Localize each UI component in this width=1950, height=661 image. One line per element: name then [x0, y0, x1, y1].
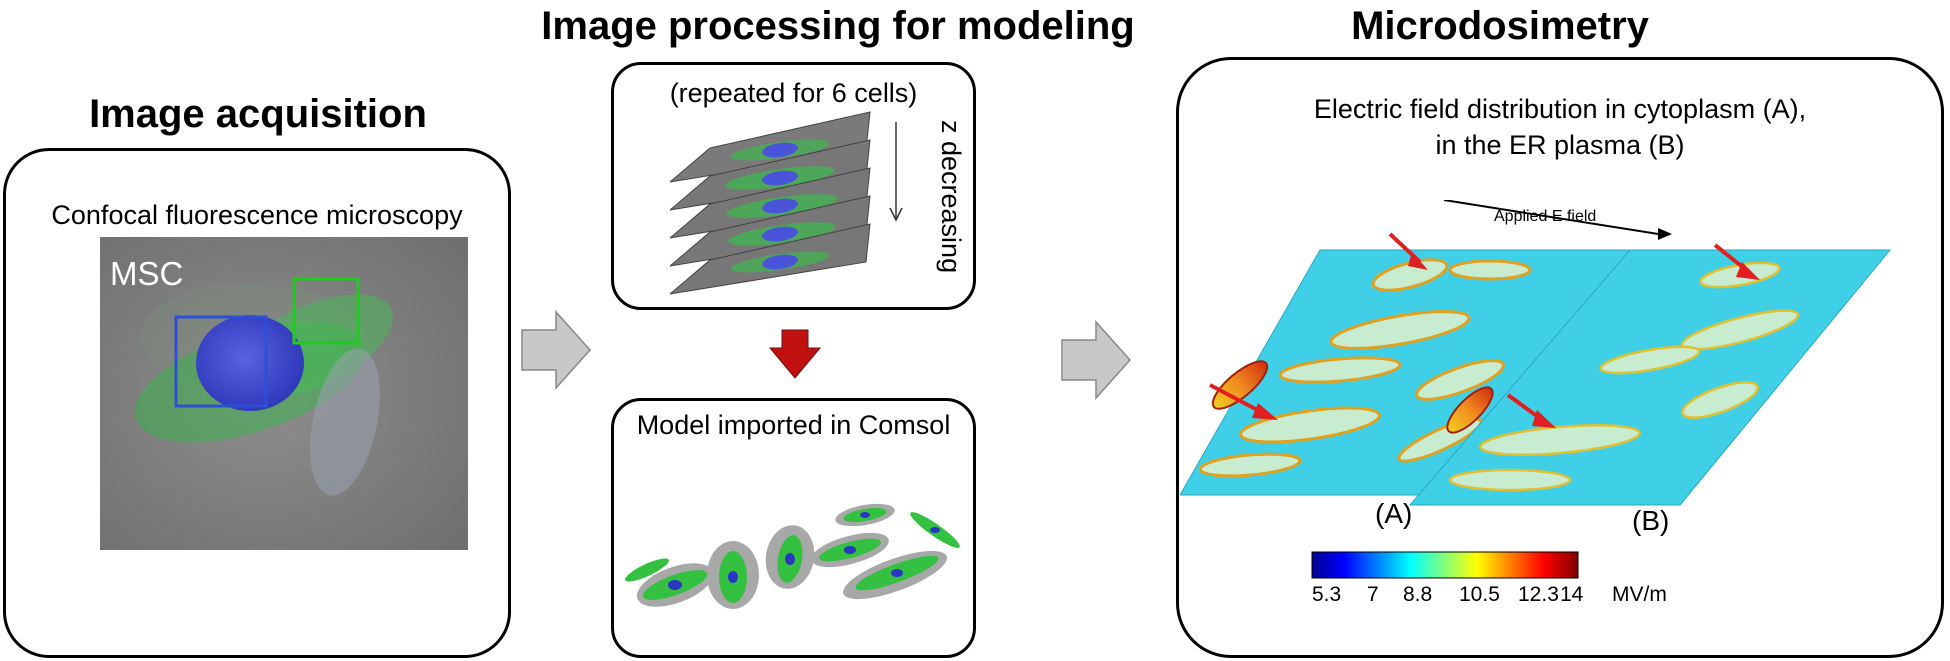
colorbar-unit: MV/m [1612, 583, 1667, 606]
colorbar-tick-4: 10.5 [1459, 583, 1500, 606]
flow-arrow-1 [521, 310, 592, 390]
plot-a [1180, 249, 1631, 496]
image-stack [670, 111, 903, 295]
colorbar-tick-6: 14 [1560, 583, 1584, 606]
stack-caption: (repeated for 6 cells) [669, 78, 918, 108]
colorbar-tick-5: 12.3 [1518, 583, 1559, 606]
applied-field-label: Applied E field [1494, 208, 1597, 225]
comsol-model-cells [625, 503, 960, 609]
model-caption: Model imported in Comsol [636, 410, 951, 440]
image-slice-4 [670, 195, 871, 267]
heading-image-acquisition: Image acquisition [89, 92, 427, 136]
heading-image-processing: Image processing for modeling [541, 4, 1135, 48]
confocal-microscopy-image [100, 237, 468, 550]
field-distribution-plots [1180, 200, 1892, 506]
pointer-arrows [1209, 232, 1760, 428]
msc-label: MSC [110, 255, 184, 292]
colorbar-tick-2: 7 [1367, 583, 1379, 606]
applied-field-arrow [1443, 200, 1659, 235]
image-slice-5 [670, 223, 871, 295]
colorbar-tick-3: 8.8 [1403, 583, 1433, 606]
heading-microdosimetry: Microdosimetry [1351, 4, 1649, 48]
acquisition-subtitle: Confocal fluorescence microscopy [51, 200, 463, 230]
down-arrow [768, 329, 822, 379]
flow-arrow-2 [1061, 320, 1132, 400]
z-decreasing-label: z decreasing [936, 120, 966, 273]
micro-title-line1: Electric field distribution in cytoplasm… [1313, 94, 1807, 124]
colorbar-tick-1: 5.3 [1312, 583, 1342, 606]
colorbar [1311, 551, 1579, 579]
plot-b [1408, 249, 1892, 506]
plot-a-label: (A) [1375, 498, 1413, 529]
micro-title-line2: in the ER plasma (B) [1435, 130, 1685, 160]
er-roi-box [292, 277, 360, 345]
nucleus-roi-box [174, 315, 268, 408]
plot-b-label: (B) [1632, 505, 1670, 536]
svg-text:z decreasing: z decreasing [936, 120, 966, 273]
image-slice-2 [670, 139, 871, 211]
